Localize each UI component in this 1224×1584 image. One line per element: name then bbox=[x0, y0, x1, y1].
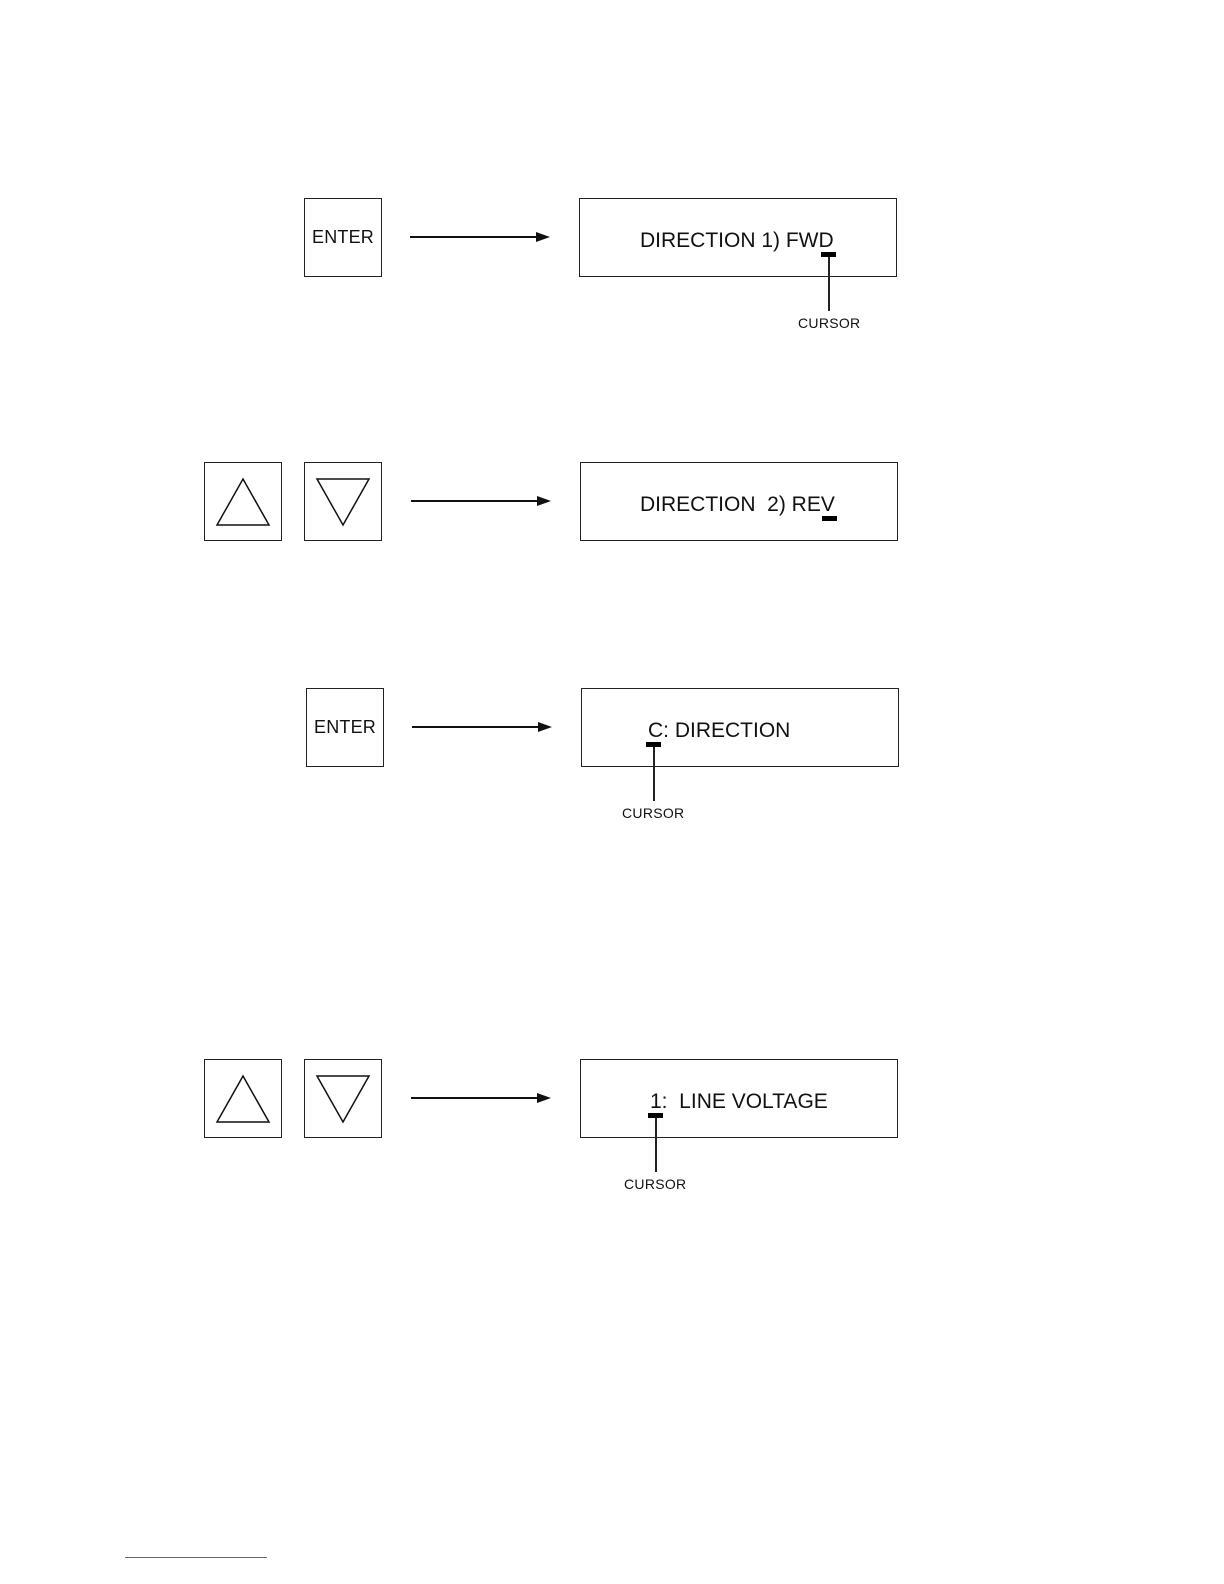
down-arrow-key[interactable] bbox=[304, 462, 382, 541]
up-triangle-icon bbox=[214, 476, 272, 528]
display-text: C: DIRECTION bbox=[648, 720, 790, 741]
enter-key[interactable]: ENTER bbox=[306, 688, 384, 767]
lcd-display: 1: LINE VOLTAGE bbox=[580, 1059, 898, 1138]
up-arrow-key[interactable] bbox=[204, 462, 282, 541]
display-text: DIRECTION 2) REV bbox=[640, 494, 835, 515]
lcd-display: C: DIRECTION bbox=[581, 688, 899, 767]
cursor-label: CURSOR bbox=[624, 1176, 686, 1192]
display-text: 1: LINE VOLTAGE bbox=[650, 1091, 828, 1112]
footer-rule bbox=[125, 1557, 267, 1558]
cursor-leader-line bbox=[653, 747, 655, 801]
cursor-label: CURSOR bbox=[798, 315, 860, 331]
up-arrow-key[interactable] bbox=[204, 1059, 282, 1138]
cursor-leader-line bbox=[655, 1118, 657, 1172]
down-triangle-icon bbox=[314, 1073, 372, 1125]
arrow-right-icon bbox=[411, 1090, 553, 1106]
enter-key-label: ENTER bbox=[314, 717, 376, 738]
arrow-right-icon bbox=[410, 229, 552, 245]
arrow-right-icon bbox=[411, 493, 553, 509]
down-triangle-icon bbox=[314, 476, 372, 528]
cursor-label: CURSOR bbox=[622, 805, 684, 821]
arrow-right-icon bbox=[412, 719, 554, 735]
down-arrow-key[interactable] bbox=[304, 1059, 382, 1138]
enter-key[interactable]: ENTER bbox=[304, 198, 382, 277]
enter-key-label: ENTER bbox=[312, 227, 374, 248]
cursor-marker bbox=[822, 516, 837, 521]
up-triangle-icon bbox=[214, 1073, 272, 1125]
display-text: DIRECTION 1) FWD bbox=[640, 230, 834, 251]
lcd-display: DIRECTION 2) REV bbox=[580, 462, 898, 541]
lcd-display: DIRECTION 1) FWD bbox=[579, 198, 897, 277]
cursor-leader-line bbox=[828, 257, 830, 311]
